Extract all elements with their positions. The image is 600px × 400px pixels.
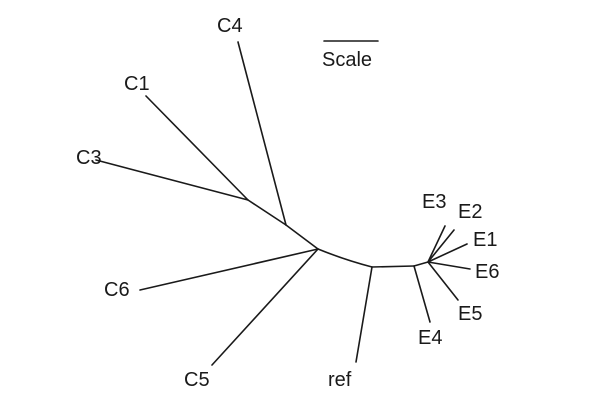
branch-c5 — [211, 248, 319, 366]
leaf-label-c6: C6 — [104, 279, 130, 301]
branch-e6 — [427, 261, 471, 270]
branch-internal-backbone — [317, 248, 373, 268]
branch-c1 — [145, 95, 249, 201]
leaf-label-e3: E3 — [422, 191, 446, 213]
branch-e3 — [427, 225, 446, 263]
scale-label: Scale — [322, 49, 372, 71]
branch-internal-b — [285, 224, 319, 250]
branch-ref — [355, 266, 373, 363]
branch-e5 — [427, 261, 459, 301]
branch-internal-d — [413, 261, 429, 267]
leaf-label-c1: C1 — [124, 73, 150, 95]
leaf-label-ref: ref — [328, 369, 352, 391]
leaf-label-e1: E1 — [473, 229, 497, 251]
leaf-label-c4: C4 — [217, 15, 243, 37]
branch-internal-a — [247, 199, 287, 226]
branch-e2 — [427, 229, 455, 263]
branch-e4 — [413, 265, 431, 323]
leaf-label-c5: C5 — [184, 369, 210, 391]
leaf-label-e5: E5 — [458, 303, 482, 325]
leaf-label-e2: E2 — [458, 201, 482, 223]
leaf-label-e6: E6 — [475, 261, 499, 283]
branch-internal-c — [371, 265, 415, 268]
branch-c4 — [237, 41, 287, 226]
branch-e1 — [427, 243, 468, 263]
branch-c3 — [95, 159, 249, 201]
leaf-label-e4: E4 — [418, 327, 442, 349]
leaf-label-c3: C3 — [76, 147, 102, 169]
branch-c6 — [139, 248, 319, 291]
